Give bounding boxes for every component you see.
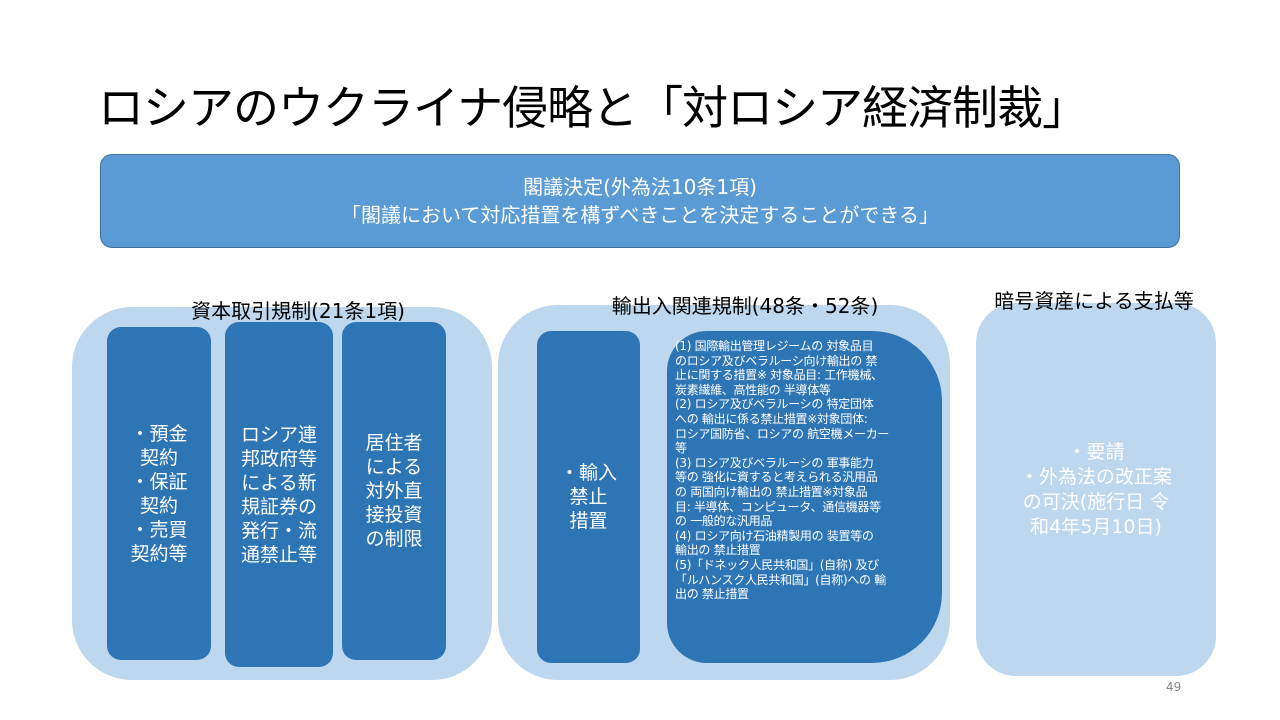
text-line: 禁止 [569, 486, 608, 508]
text-line: 通禁止等 [240, 543, 317, 566]
text-line: ・売買 [130, 518, 188, 541]
text-line: 居住者 [365, 432, 423, 454]
text-line: (3) ロシア及びベラルーシの 軍事能力 [675, 455, 874, 470]
text-line: の 両国向け輸出の 禁止措置※対象品 [675, 484, 868, 499]
slide-title: ロシアのウクライナ侵略と「対ロシア経済制裁」 [98, 81, 1088, 135]
text-line: 「ルハンスク人民共和国」(自称)への 輸 [675, 572, 886, 587]
text-line: 輸出の 禁止措置 [675, 543, 761, 558]
text-line: 契約 [139, 446, 178, 469]
text-line: 契約等 [130, 542, 188, 565]
text-line: (1) 国際輸出管理レジームの 対象品目 [675, 339, 874, 353]
text-line: の 一般的な汎用品 [675, 514, 773, 529]
deposit-contract-box: ・預金契約・保証契約・売買契約等 [107, 327, 211, 660]
text-line: への 輸出に係る禁止措置※対象団体: [675, 411, 868, 426]
text-line: の可決(施行日 令 [1022, 490, 1170, 513]
text-line: による新 [241, 471, 317, 494]
text-line: 邦政府等 [240, 447, 317, 470]
cabinet-decision-box: 閣議決定(外為法10条1項) 「閣議において対応措置を構ずべきことを決定すること… [100, 154, 1180, 248]
cabinet-decision-line1: 閣議決定(外為法10条1項) [523, 175, 757, 199]
text-line: 接投資 [365, 504, 423, 526]
text-line: ・輸入 [559, 462, 617, 484]
export-measures-detail-box: (1) 国際輸出管理レジームの 対象品目のロシア及びベラルーシ向け輸出の 禁止に… [667, 331, 942, 663]
text-line: 炭素繊維、高性能の 半導体等 [675, 382, 831, 397]
text-line: 出の 禁止措置 [675, 587, 749, 602]
text-line: 目: 半導体、コンピュータ、通信機器等 [675, 499, 881, 514]
crypto-asset-label: 暗号資産による支払等 [994, 289, 1194, 313]
text-line: 発行・流 [240, 519, 317, 542]
text-line: 等の 強化に資すると考えられる汎用品 [675, 470, 878, 485]
text-line: のロシア及びベラルーシ向け輸出の 禁 [675, 353, 878, 368]
text-line: ロシア国防省、ロシアの 航空機メーカー [675, 426, 890, 441]
text-line: ・保証 [130, 470, 188, 493]
text-line: 契約 [139, 494, 178, 517]
text-line: ロシア連 [240, 423, 317, 446]
page-number: 49 [1166, 680, 1182, 694]
import-export-label: 輸出入関連規制(48条・52条) [611, 294, 879, 318]
capital-transaction-label: 資本取引規制(21条1項) [191, 299, 405, 323]
text-line: 措置 [569, 510, 608, 532]
text-line: の制限 [365, 528, 423, 550]
text-line: による [365, 456, 423, 478]
direct-investment-box: 居住者による対外直接投資の制限 [342, 322, 446, 660]
text-line: 和4年5月10日) [1030, 515, 1162, 538]
cabinet-decision-line2: 「閣議において対応措置を構ずべきことを決定することができる」 [341, 203, 939, 227]
crypto-asset-text: ・要請・外為法の改正案の可決(施行日 令和4年5月10日) [976, 303, 1216, 676]
text-line: ・要請 [1067, 440, 1125, 463]
text-line: (2) ロシア及びベラルーシの 特定団体 [675, 397, 874, 412]
import-ban-box: ・輸入禁止措置 [537, 331, 640, 663]
crypto-asset-group [976, 303, 1216, 676]
text-line: ・外為法の改正案 [1019, 465, 1172, 488]
text-line: 規証券の [240, 495, 317, 518]
text-line: 止に関する措置※ 対象品目: 工作機械、 [675, 368, 883, 383]
text-line: (5)「ドネック人民共和国」(自称) 及び [675, 557, 879, 572]
text-line: ・預金 [130, 422, 188, 445]
text-line: 対外直 [365, 480, 423, 502]
text-line: (4) ロシア向け石油精製用の 装置等の [675, 528, 874, 543]
text-line: 等 [675, 441, 687, 456]
securities-ban-box: ロシア連邦政府等による新規証券の発行・流通禁止等 [225, 322, 333, 667]
